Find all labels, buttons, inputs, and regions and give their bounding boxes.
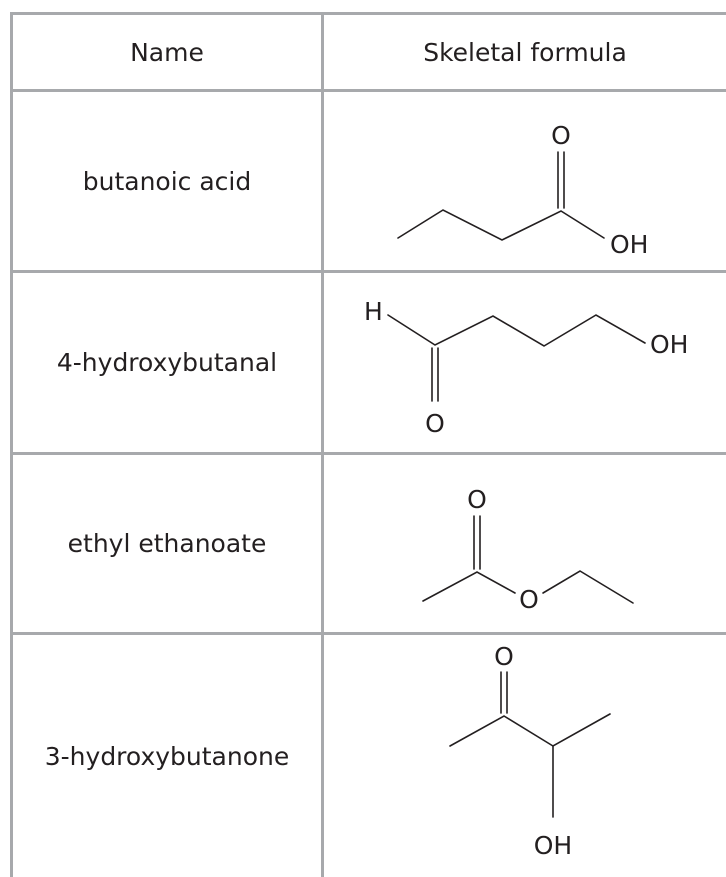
atom-o-bottom: O [425,409,445,438]
row-divider-2 [10,452,726,455]
atom-oh: OH [650,330,688,359]
header-name: Name [130,37,204,67]
compound-name-4-hydroxybutanal: 4-hydroxybutanal [56,348,278,377]
atom-oh: OH [534,831,572,860]
compound-table: Name Skeletal formula butanoic acid O OH… [10,12,726,877]
carbon-chain [387,314,646,347]
row-divider-3 [10,632,726,635]
table-top-border [10,12,726,15]
structure-ethyl-ethanoate: O O [422,485,634,614]
structure-3-hydroxybutanone: O OH [449,642,611,860]
atom-oh: OH [610,230,648,259]
header-divider [10,89,726,92]
structure-4-hydroxybutanal: H O OH [364,297,688,438]
carbon-chain [449,713,611,747]
ethyl-chain [542,570,634,604]
structure-butanoic-acid: O OH [397,121,648,259]
column-divider [321,12,324,877]
atom-o-top: O [551,121,571,150]
carbon-chain [397,209,605,241]
acetyl-chain [422,571,516,602]
table-left-border [10,12,13,877]
compound-name-ethyl-ethanoate: ethyl ethanoate [67,529,267,558]
atom-o-top: O [494,642,514,671]
row-divider-1 [10,270,726,273]
atom-o-ester: O [519,585,539,614]
compound-name-3-hydroxybutanone: 3-hydroxybutanone [44,741,290,771]
compound-name-butanoic-acid: butanoic acid [82,166,252,196]
atom-h: H [364,297,383,326]
header-skeletal-formula: Skeletal formula [423,37,627,67]
atom-o-top: O [467,485,487,514]
